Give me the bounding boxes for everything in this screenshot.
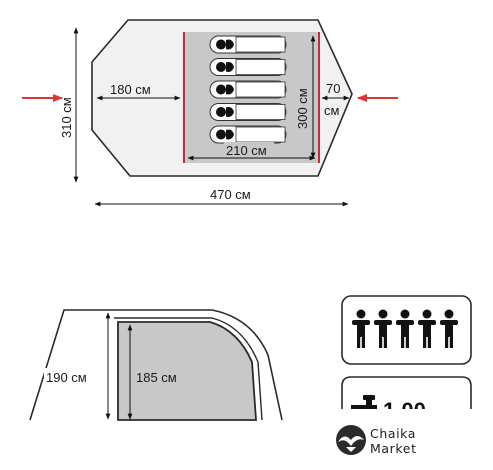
- inner-height-label: 185 см: [136, 370, 177, 385]
- person-icons: [352, 309, 458, 348]
- person-icon: [374, 309, 392, 348]
- brand-logo: Chaika Market: [336, 425, 417, 456]
- person-icon: [352, 309, 370, 348]
- outer-height-label: 190 см: [46, 370, 87, 385]
- sleeper-icons: [209, 35, 287, 144]
- person-icon: [440, 309, 458, 348]
- brand-name-line2: Market: [370, 441, 417, 456]
- inner-depth-label: 300 см: [295, 88, 310, 129]
- inner-width-label: 210 см: [226, 143, 267, 158]
- sleeper-icon: [209, 58, 287, 76]
- sleeper-icon: [209, 103, 287, 121]
- width-label: 470 см: [210, 187, 251, 202]
- brand-name-line1: Chaika: [370, 426, 416, 441]
- sleeper-icon: [209, 35, 287, 54]
- weight-icon: [351, 395, 377, 411]
- depth-label: 310 см: [59, 97, 74, 138]
- sleeper-icon: [209, 125, 287, 144]
- person-icon: [396, 309, 414, 348]
- person-icon: [418, 309, 436, 348]
- inner-door-panel: [117, 321, 257, 421]
- side-view: 190 см 185 см: [29, 309, 283, 421]
- weight-card: 1,00: [335, 376, 485, 470]
- sleeper-icon: [209, 80, 287, 99]
- capacity-card: [341, 295, 472, 365]
- vestibule-label: 180 см: [110, 82, 151, 97]
